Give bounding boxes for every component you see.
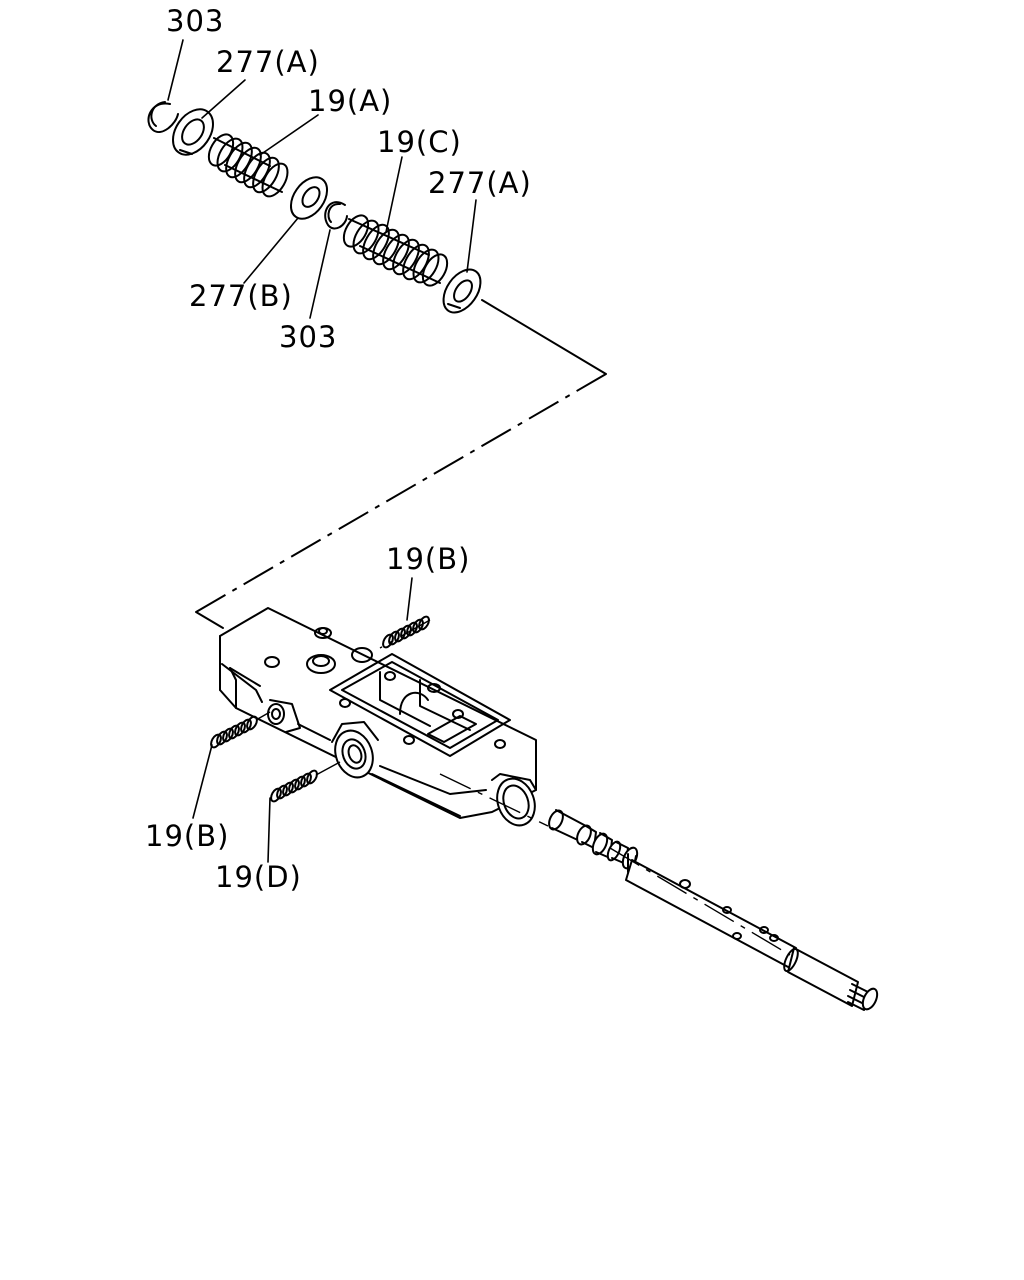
spring-19b-upper — [382, 615, 430, 649]
spring-19a — [207, 133, 289, 198]
retainer-277b — [289, 176, 329, 220]
label-spring-19a: 19(A) — [308, 84, 392, 118]
label-spring-19d: 19(D) — [215, 860, 302, 894]
label-retainer-277a-right: 277(A) — [428, 166, 532, 200]
valve-body — [219, 607, 537, 827]
label-spring-19b-lower: 19(B) — [145, 819, 229, 853]
label-retainer-277a-top: 277(A) — [216, 45, 320, 79]
retainer-277a-right — [442, 268, 482, 314]
label-snap-ring-top: 303 — [166, 4, 224, 38]
spring-19b-lower — [210, 715, 258, 749]
label-retainer-277b: 277(B) — [189, 279, 293, 313]
spring-19d — [270, 769, 318, 803]
retainer-277a-top — [172, 108, 214, 156]
label-spring-19c: 19(C) — [377, 125, 462, 159]
spring-center-lines — [255, 619, 549, 827]
label-snap-ring-mid: 303 — [279, 320, 337, 354]
label-spring-19b-upper: 19(B) — [386, 542, 470, 576]
leader-lines-upper — [167, 39, 477, 319]
leader-lines-lower — [192, 577, 413, 863]
snap-ring-303-mid — [324, 201, 348, 230]
manual-valve-shaft — [548, 809, 879, 1011]
spring-19c — [342, 214, 449, 287]
snap-ring-303-top — [147, 101, 179, 133]
assembly-reference-line — [195, 299, 607, 629]
